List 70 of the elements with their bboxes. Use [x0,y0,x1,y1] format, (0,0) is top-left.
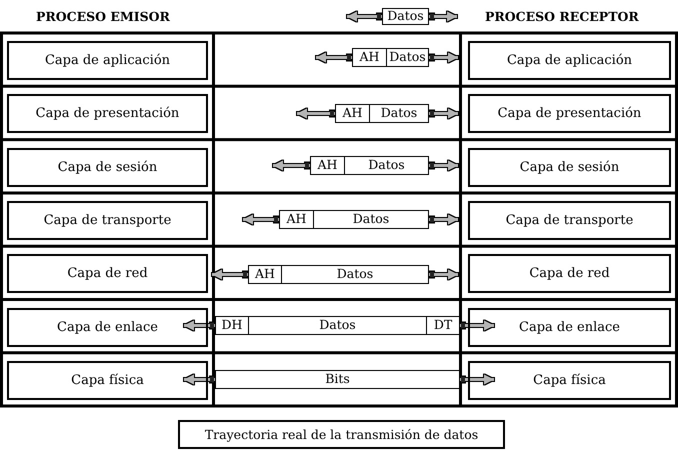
arrow [184,320,215,330]
arrow [429,52,458,62]
packet-field: AH [249,266,281,283]
packet-field: DH [216,317,248,334]
note-text: Trayectoria real de la transmisión de datos [204,427,478,442]
packet-field: Datos [281,266,428,283]
layer-name: Capa de sesión [520,160,620,175]
packet-box [335,104,429,123]
note-box [178,420,505,449]
layer-box [7,201,208,240]
packet-box [248,265,429,284]
layer-box [468,308,671,346]
arrow [273,160,310,170]
layer-box [468,94,671,134]
layer-box [7,308,208,346]
arrow [347,12,382,22]
layer-box [7,360,208,400]
packet-field: Datos [383,9,428,24]
layer-name: Capa de transporte [506,213,634,228]
layer-name: Capa de aplicación [506,53,632,68]
layer-name: Capa de aplicación [44,53,170,68]
layer-box [468,201,671,240]
layer-box [468,254,671,294]
packet-field: DT [426,317,459,334]
packet-field: Datos [344,157,428,174]
layer-box [7,41,208,80]
packet-field: Datos [313,211,428,228]
arrow [429,108,458,118]
layer-box [468,41,671,80]
arrow [460,374,494,384]
packet-field: AH [280,211,313,228]
arrow [429,160,458,170]
arrow [243,214,279,224]
arrow [184,374,215,384]
arrow [429,270,458,280]
layer-name: Capa de sesión [58,160,158,175]
layer-name: Capa de enlace [519,320,620,334]
arrow [429,12,457,22]
layer-name: Capa de presentación [498,106,642,122]
layer-name: Capa de red [529,266,610,282]
arrow [429,214,458,224]
band-text: Bits [324,371,351,388]
column-heading: PROCESO RECEPTOR [485,9,639,24]
layer-box [468,360,671,400]
packet-field: Datos [248,317,426,334]
packet-field: Datos [369,105,428,122]
layer-box [7,94,208,134]
layer-box [7,148,208,187]
layer-name: Capa de red [67,266,148,282]
packet-field: AH [353,49,386,66]
layer-name: Capa física [533,372,606,388]
bits-band [215,370,460,389]
layer-name: Capa de transporte [44,213,172,228]
arrow [460,320,494,330]
packet-box [215,316,460,335]
layer-name: Capa de presentación [36,106,180,122]
layer-box [468,148,671,187]
arrow [212,270,248,280]
packet-box [279,210,429,229]
packet-field: AH [311,157,344,174]
packet-field: Datos [386,49,428,66]
packet-box [352,48,429,67]
layer-box [7,254,208,294]
packet-field: AH [336,105,369,122]
layer-name: Capa física [71,372,144,388]
column-heading: PROCESO EMISOR [36,9,170,24]
packet-box [310,156,429,175]
layer-name: Capa de enlace [57,320,158,334]
arrow [297,108,335,118]
arrow [316,52,352,62]
